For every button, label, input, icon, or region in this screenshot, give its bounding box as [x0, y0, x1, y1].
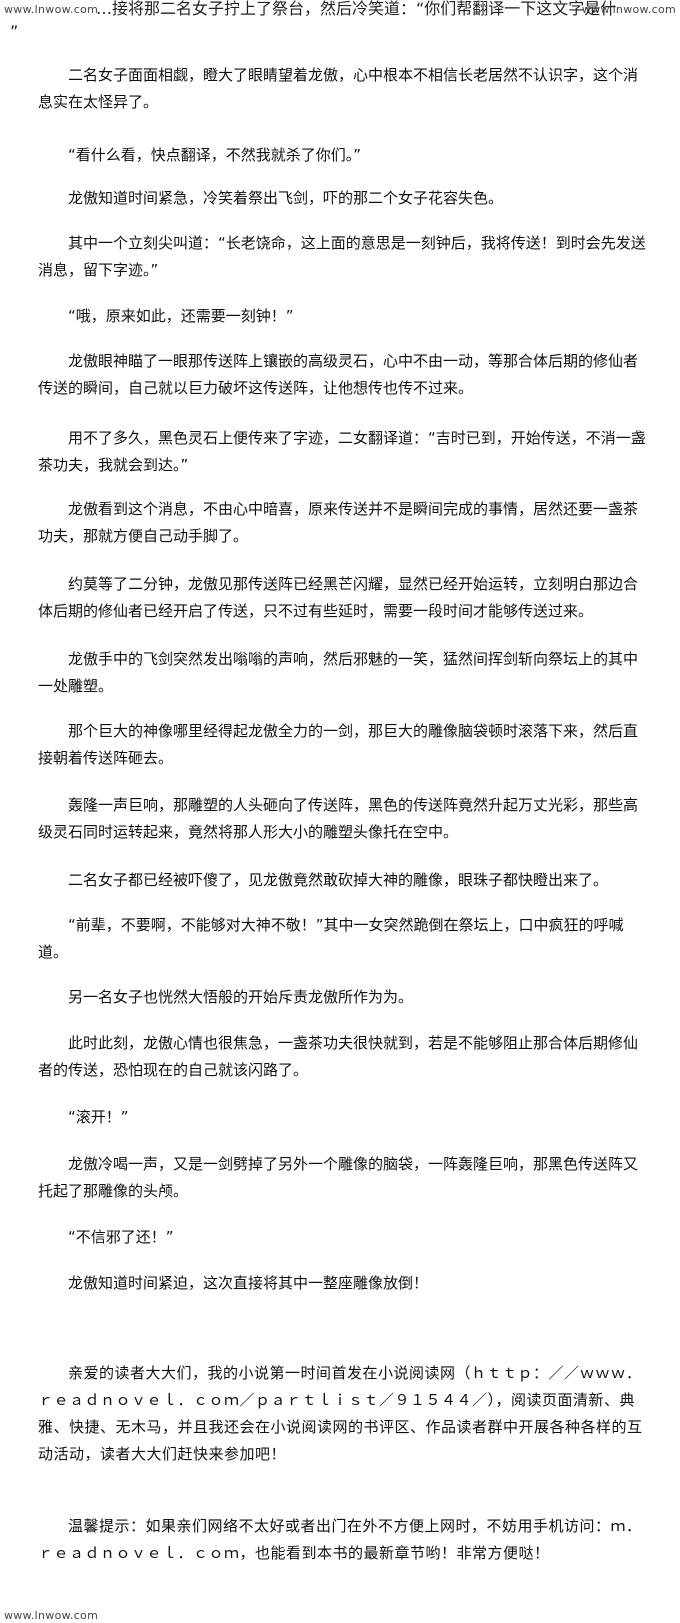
paragraph-1: 二名女子面面相觑，瞪大了眼睛望着龙傲，心中根本不相信长老居然不认识字，这个消息实…	[38, 66, 639, 111]
paragraph-19: “不信邪了还！”	[68, 1228, 174, 1246]
paragraph-12: 轰隆一声巨响，那雕塑的人头砸向了传送阵，黑色的传送阵竟然升起万丈光彩，那些高级灵…	[38, 796, 639, 841]
watermark-top-right: www.lnwow.com	[581, 3, 676, 16]
top-cut-closing-quote: ”	[10, 22, 19, 41]
paragraph-10: 龙傲手中的飞剑突然发出嗡嗡的声响，然后邪魅的一笑，猛然间挥剑斩向祭坛上的其中一处…	[38, 650, 639, 695]
top-cut-line: …接将那二名女子拧上了祭台，然后冷笑道：“你们帮翻译一下这文字是什	[96, 0, 617, 18]
paragraph-2: “看什么看，快点翻译，不然我就杀了你们。”	[68, 146, 362, 164]
paragraph-13: 二名女子都已经被吓傻了，见龙傲竟然敢砍掉大神的雕像，眼珠子都快瞪出来了。	[68, 871, 609, 889]
paragraph-3: 龙傲知道时间紧急，冷笑着祭出飞剑，吓的那二个女子花容失色。	[68, 189, 504, 207]
paragraph-6: 龙傲眼神瞄了一眼那传送阵上镶嵌的高级灵石，心中不由一动，等那合体后期的修仙者传送…	[38, 352, 639, 397]
paragraph-17: “滚开！”	[68, 1108, 129, 1126]
watermark-top-left: www.lnwow.com	[4, 3, 99, 16]
footer-promo: 亲爱的读者大大们，我的小说第一时间首发在小说阅读网（ｈｔｔｐ：／／ｗｗｗ．ｒｅａ…	[38, 1364, 643, 1463]
footer-tip: 温馨提示：如果亲们网络不太好或者出门在外不方便上网时，不妨用手机访问：ｍ．ｒｅａ…	[38, 1517, 642, 1562]
paragraph-18: 龙傲冷喝一声，又是一剑劈掉了另外一个雕像的脑袋，一阵轰隆巨响，那黑色传送阵又托起…	[38, 1155, 639, 1200]
watermark-bottom-left: www.lnwow.com	[4, 1609, 99, 1622]
paragraph-7: 用不了多久，黑色灵石上便传来了字迹，二女翻译道：“吉时已到，开始传送，不消一盏茶…	[38, 429, 646, 474]
paragraph-14: “前辈，不要啊，不能够对大神不敬！”其中一女突然跪倒在祭坛上，口中疯狂的呼喊道。	[38, 916, 624, 961]
paragraph-8: 龙傲看到这个消息，不由心中暗喜，原来传送并不是瞬间完成的事情，居然还要一盏茶功夫…	[38, 500, 639, 545]
paragraph-15: 另一名女子也恍然大悟般的开始斥责龙傲所作为为。	[68, 988, 414, 1006]
paragraph-11: 那个巨大的神像哪里经得起龙傲全力的一剑，那巨大的雕像脑袋顿时滚落下来，然后直接朝…	[38, 722, 639, 767]
paragraph-16: 此时此刻，龙傲心情也很焦急，一盏茶功夫很快就到，若是不能够阻止那合体后期修仙者的…	[38, 1034, 639, 1079]
paragraph-20: 龙傲知道时间紧迫，这次直接将其中一整座雕像放倒！	[68, 1274, 429, 1292]
paragraph-4: 其中一个立刻尖叫道：“长老饶命，这上面的意思是一刻钟后，我将传送！到时会先发送消…	[38, 234, 646, 279]
paragraph-5: “哦，原来如此，还需要一刻钟！”	[68, 307, 294, 325]
paragraph-9: 约莫等了二分钟，龙傲见那传送阵已经黑芒闪耀，显然已经开始运转，立刻明白那边合体后…	[38, 575, 639, 620]
